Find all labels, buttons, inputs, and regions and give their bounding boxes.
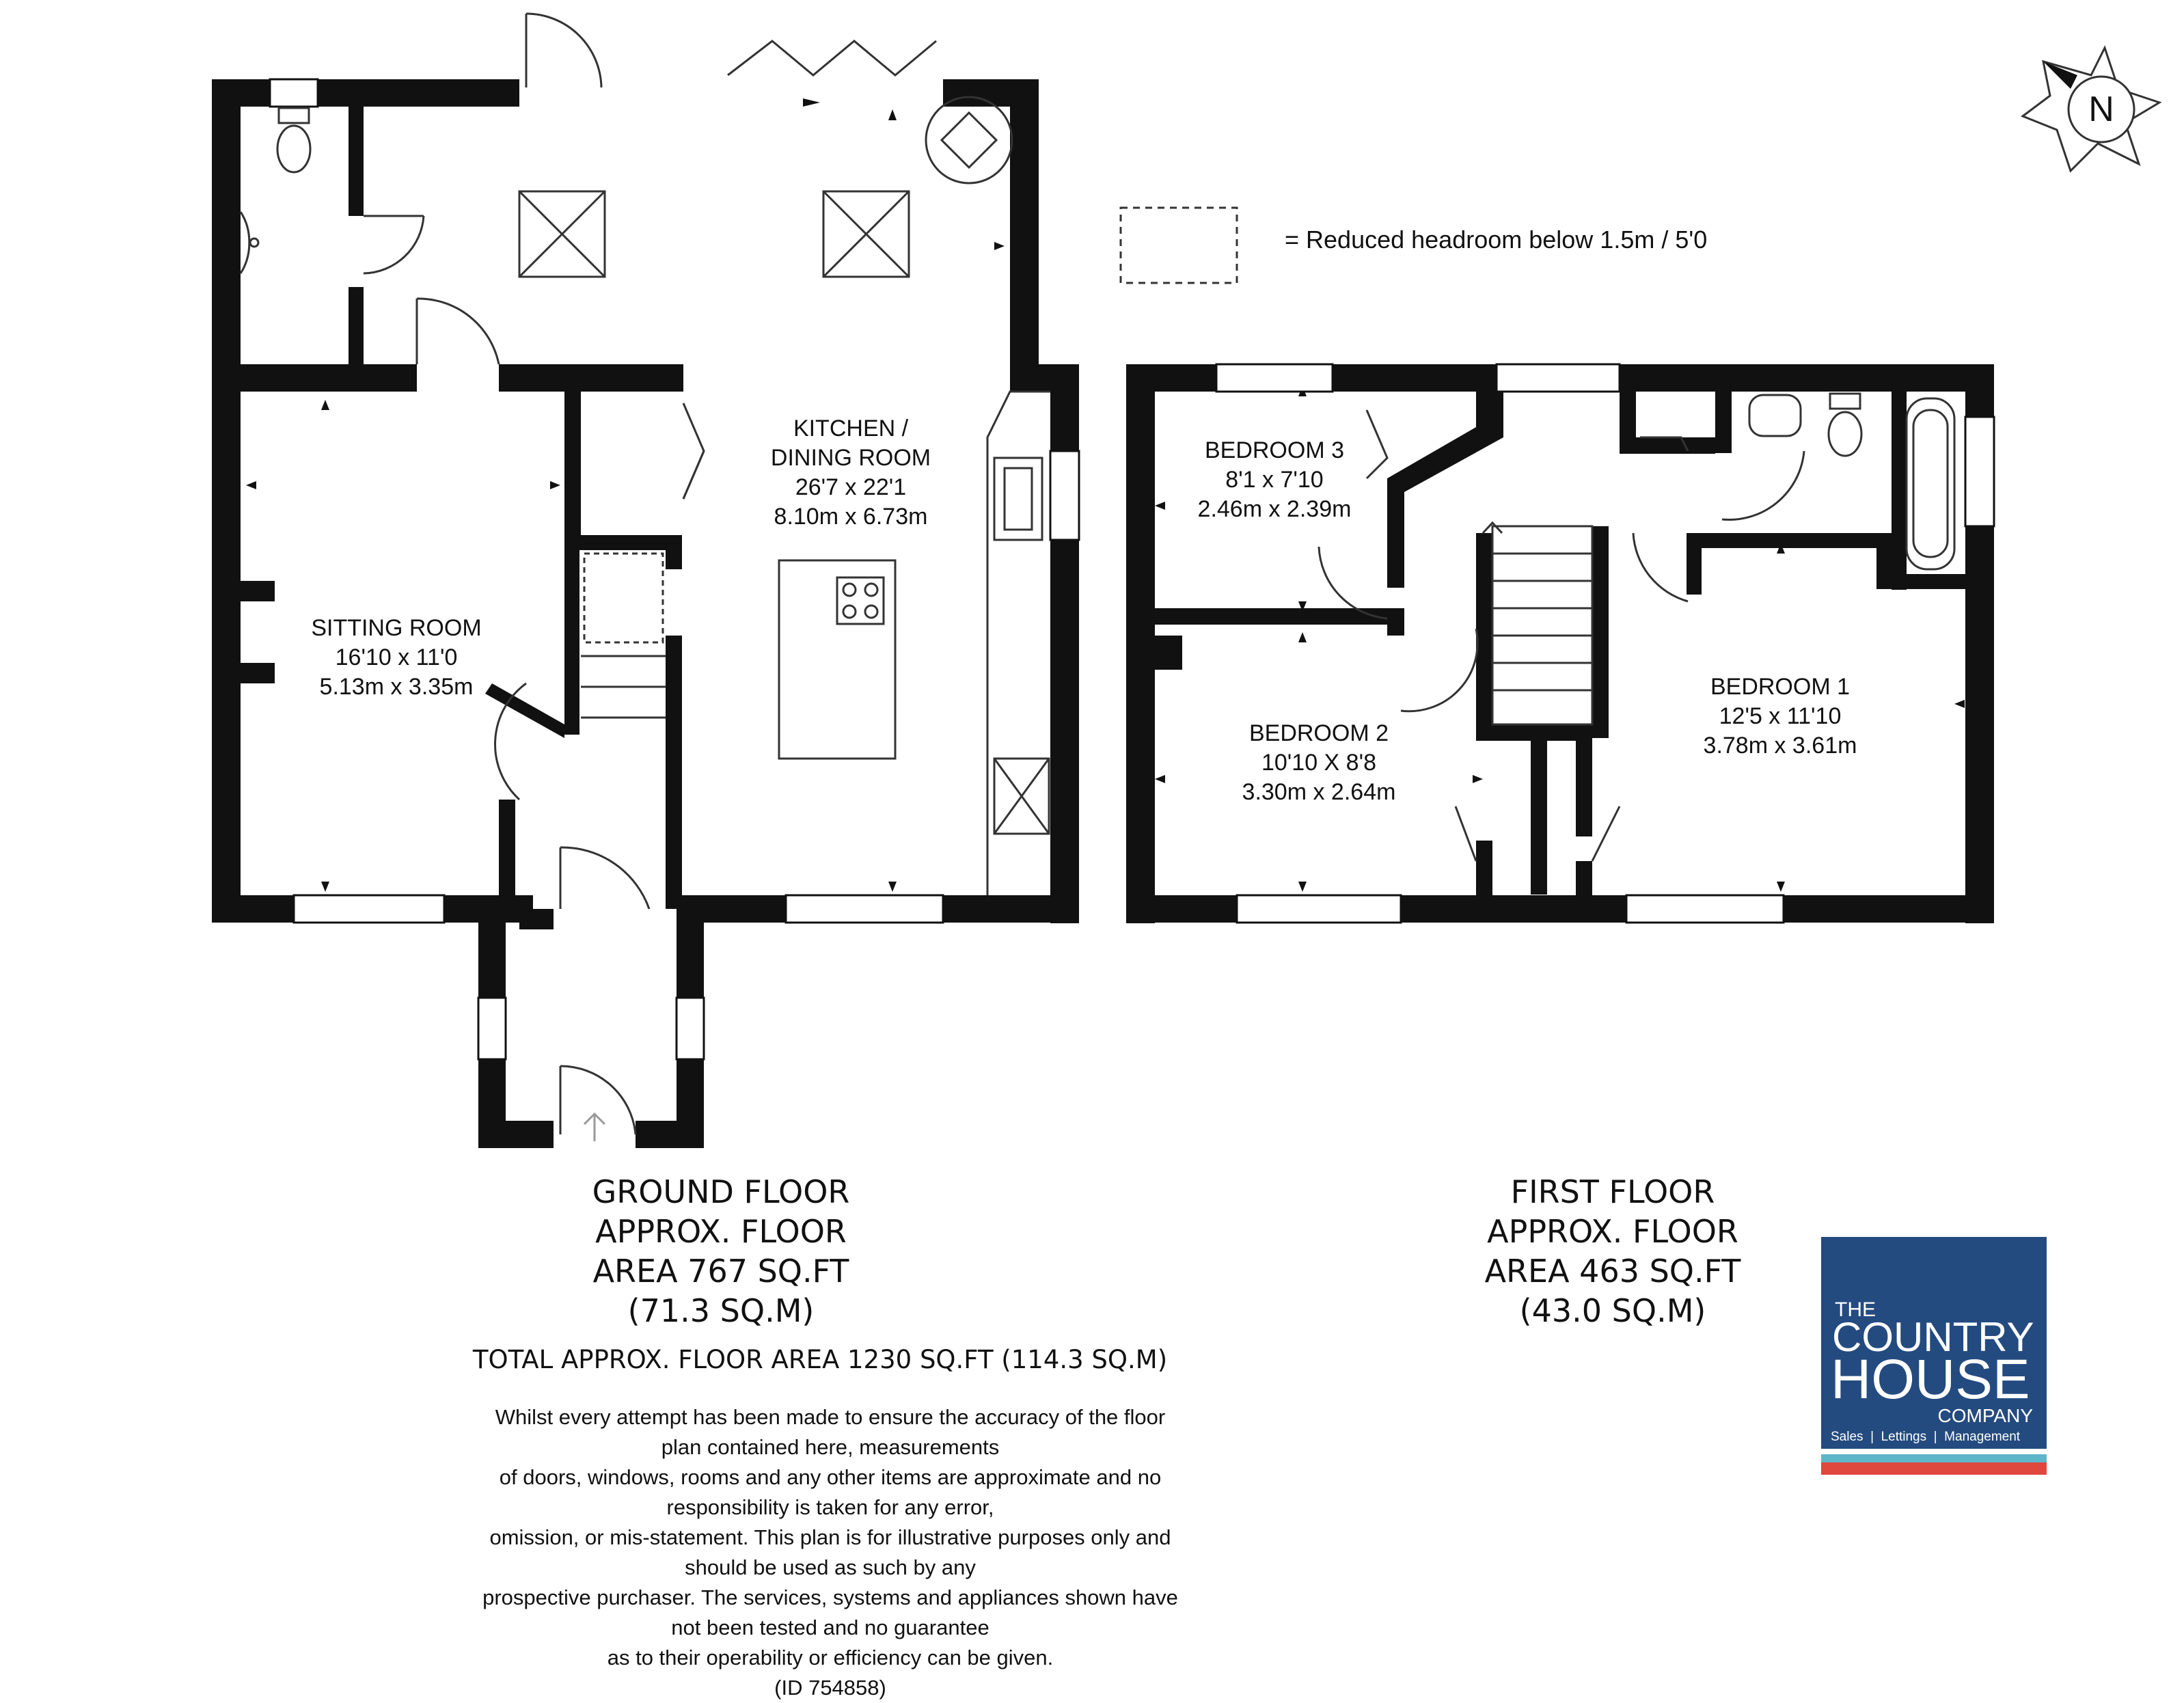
logo-background bbox=[1821, 1237, 2047, 1449]
logo-company: COMPANY bbox=[1937, 1405, 2034, 1426]
room-size-imperial: 12'5 x 11'10 bbox=[1719, 703, 1842, 729]
room-label-sitting-room: SITTING ROOM 16'10 x 11'0 5.13m x 3.35m bbox=[280, 614, 513, 702]
compass-rose-icon bbox=[2020, 45, 2162, 173]
logo-tagline: Sales | Lettings | Management bbox=[1831, 1430, 2021, 1444]
logo-stripe-red bbox=[1821, 1462, 2047, 1475]
room-size-imperial: 16'10 x 11'0 bbox=[335, 644, 458, 670]
floor-plan-drawing bbox=[212, 12, 2162, 1148]
room-label-bedroom-1: BEDROOM 1 12'5 x 11'10 3.78m x 3.61m bbox=[1671, 672, 1889, 761]
disclaimer-line: (ID 754858) bbox=[774, 1676, 886, 1700]
room-size-metric: 2.46m x 2.39m bbox=[1197, 496, 1352, 522]
caption-line: APPROX. FLOOR bbox=[1487, 1213, 1738, 1250]
caption-line: GROUND FLOOR bbox=[592, 1173, 850, 1210]
first-floor-fixtures bbox=[1119, 206, 1956, 862]
room-name: BEDROOM 3 bbox=[1204, 437, 1345, 463]
room-size-imperial: 26'7 x 22'1 bbox=[795, 474, 907, 500]
caption-line: AREA 463 SQ.FT bbox=[1484, 1253, 1741, 1290]
room-size-metric: 3.78m x 3.61m bbox=[1703, 733, 1857, 759]
total-floor-area: TOTAL APPROX. FLOOR AREA 1230 SQ.FT (114… bbox=[472, 1345, 1168, 1374]
company-logo: THE COUNTRY HOUSE COMPANY Sales | Lettin… bbox=[1821, 1237, 2047, 1483]
ground-floor-fixtures bbox=[239, 12, 1050, 1135]
logo-country: COUNTRY bbox=[1832, 1314, 2034, 1360]
room-label-bedroom-3: BEDROOM 3 8'1 x 7'10 2.46m x 2.39m bbox=[1172, 436, 1377, 524]
room-label-kitchen: KITCHEN / DINING ROOM 26'7 x 22'1 8.10m … bbox=[741, 414, 960, 532]
disclaimer-line: prospective purchaser. The services, sys… bbox=[482, 1585, 1178, 1639]
first-floor-windows bbox=[1215, 363, 1995, 924]
disclaimer-line: Whilst every attempt has been made to en… bbox=[495, 1405, 1166, 1459]
logo-stripe-teal bbox=[1821, 1454, 2047, 1462]
caption-line: AREA 767 SQ.FT bbox=[592, 1253, 849, 1290]
room-size-metric: 8.10m x 6.73m bbox=[774, 504, 928, 530]
ground-floor-windows bbox=[269, 78, 1080, 1061]
room-name: BEDROOM 1 bbox=[1710, 674, 1851, 700]
room-name: KITCHEN / bbox=[793, 415, 909, 441]
logo-house: HOUSE bbox=[1831, 1348, 2030, 1411]
room-size-imperial: 10'10 X 8'8 bbox=[1261, 750, 1376, 776]
compass-north-pointer-icon bbox=[2043, 62, 2077, 89]
logo-stripe-white bbox=[1821, 1449, 2047, 1454]
logo-the: THE bbox=[1835, 1298, 1876, 1321]
entrance-arrow-icon bbox=[583, 1112, 606, 1141]
room-size-imperial: 8'1 x 7'10 bbox=[1225, 467, 1324, 493]
room-label-bedroom-2: BEDROOM 2 10'10 X 8'8 3.30m x 2.64m bbox=[1210, 719, 1428, 807]
caption-line: (43.0 SQ.M) bbox=[1519, 1292, 1706, 1329]
room-name: DINING ROOM bbox=[770, 445, 931, 471]
disclaimer-line: of doors, windows, rooms and any other i… bbox=[499, 1465, 1162, 1519]
caption-line: (71.3 SQ.M) bbox=[627, 1292, 815, 1329]
compass-label: N bbox=[2088, 90, 2114, 129]
disclaimer-line: as to their operability or efficiency ca… bbox=[607, 1646, 1054, 1670]
headroom-legend: = Reduced headroom below 1.5m / 5'0 bbox=[1285, 226, 1708, 254]
disclaimer-text: Whilst every attempt has been made to en… bbox=[478, 1402, 1182, 1703]
ground-floor-caption: GROUND FLOOR APPROX. FLOOR AREA 767 SQ.F… bbox=[543, 1172, 899, 1331]
room-size-metric: 3.30m x 2.64m bbox=[1242, 779, 1396, 805]
caption-line: APPROX. FLOOR bbox=[595, 1213, 847, 1250]
room-size-metric: 5.13m x 3.35m bbox=[319, 674, 474, 700]
caption-line: FIRST FLOOR bbox=[1510, 1173, 1715, 1210]
first-floor-caption: FIRST FLOOR APPROX. FLOOR AREA 463 SQ.FT… bbox=[1435, 1172, 1790, 1331]
dimension-markers bbox=[246, 98, 1965, 892]
room-name: SITTING ROOM bbox=[311, 615, 482, 641]
room-name: BEDROOM 2 bbox=[1248, 720, 1389, 746]
